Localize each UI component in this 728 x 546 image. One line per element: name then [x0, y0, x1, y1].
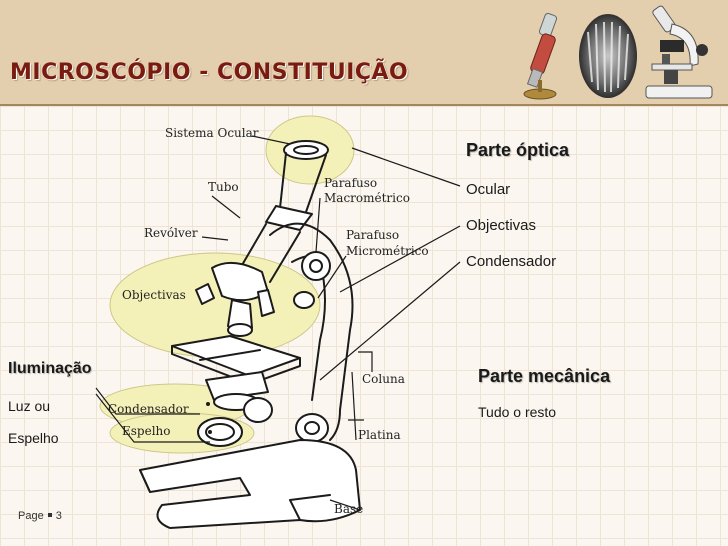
label-platina: Platina: [358, 428, 401, 442]
tube: [265, 205, 313, 231]
panel-iluminacao-item-luz: Luz ou: [8, 398, 51, 414]
panel-optica-title: Parte óptica: [466, 140, 570, 160]
base: [139, 439, 361, 529]
page-number: 3: [55, 510, 62, 522]
panel-iluminacao-title: Iluminação: [8, 360, 92, 377]
label-tubo: Tubo: [208, 180, 239, 194]
bullet-icon: [47, 513, 52, 518]
panel-optica-item-condensador: Condensador: [466, 253, 557, 270]
label-objectivas: Objectivas: [122, 288, 186, 302]
panel-mecanica-item-resto: Tudo o resto: [478, 404, 557, 420]
eyepiece-body: [279, 152, 327, 213]
page-footer: Page 3: [18, 510, 62, 522]
label-parafuso-micro-1: Parafuso: [346, 228, 400, 242]
coarse-focus-knob: [301, 251, 331, 281]
objective-right: [257, 289, 275, 317]
label-revolver: Revólver: [144, 226, 198, 240]
objective-left: [195, 283, 215, 305]
page-title: MICROSCÓPIO - CONSTITUIÇÃO: [10, 60, 409, 85]
label-parafuso-macro-2: Macrométrico: [324, 191, 410, 205]
label-coluna: Coluna: [362, 372, 405, 386]
arm: [269, 222, 354, 441]
panel-optica-item-ocular: Ocular: [466, 181, 511, 198]
microscopic-image: [579, 14, 637, 98]
microscope-tube-illustration: [523, 12, 558, 100]
label-parafuso-macro-1: Parafuso: [324, 176, 378, 190]
fine-focus-knob: [293, 291, 315, 309]
page-label: Page: [18, 510, 44, 522]
panel-iluminacao-item-espelho: Espelho: [8, 430, 59, 446]
eyepiece: [283, 140, 329, 160]
header-band: MICROSCÓPIO - CONSTITUIÇÃO: [0, 0, 728, 104]
modern-microscope-illustration: [645, 5, 713, 99]
label-parafuso-micro-2: Micrométrico: [346, 244, 429, 258]
label-base: Base: [334, 502, 364, 516]
condenser: [205, 371, 269, 401]
mirror: [197, 417, 243, 447]
panel-optica-item-objectivas: Objectivas: [466, 217, 537, 234]
label-sistema-ocular: Sistema Ocular: [165, 126, 259, 140]
panel-mecanica-title: Parte mecânica: [478, 366, 611, 386]
header-divider: [0, 104, 728, 106]
label-espelho: Espelho: [122, 424, 171, 438]
label-condensador: Condensador: [108, 402, 189, 416]
